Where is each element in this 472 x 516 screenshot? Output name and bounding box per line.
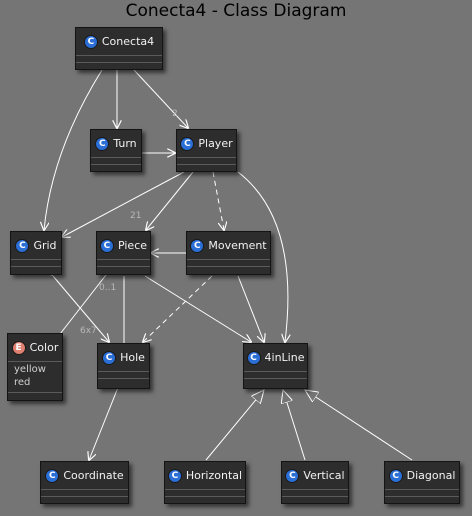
link-player-movement: [212, 171, 224, 230]
link-movement-hole: [143, 275, 213, 342]
link-conecta4-grid: [44, 70, 102, 230]
link-player-4inline: [237, 171, 288, 342]
class-name: 4inLine: [264, 351, 305, 364]
link-hole-coordinate: [89, 390, 117, 460]
class-name: Piece: [117, 239, 148, 252]
multiplicity-conecta4-player: 2: [172, 109, 178, 119]
class-icon: C: [45, 468, 60, 483]
multiplicity-player-piece: 21: [130, 211, 142, 221]
class-icon: C: [180, 136, 195, 151]
class-name: Horizontal: [185, 469, 243, 482]
class-icon: C: [190, 238, 205, 253]
class-icon: C: [246, 350, 261, 365]
class-icon: C: [388, 468, 403, 483]
class-icon: C: [83, 34, 98, 49]
multiplicity-grid-hole: 6x7: [80, 326, 97, 336]
link-horizontal-4inline: [205, 390, 264, 461]
class-name: Turn: [113, 137, 137, 150]
multiplicity-piece-hole: 0..1: [99, 283, 117, 293]
class-name: Vertical: [303, 469, 345, 482]
class-icon: C: [102, 350, 117, 365]
link-diagonal-4inline: [305, 390, 413, 461]
class-name: Conecta4: [101, 35, 155, 48]
class-icon: C: [15, 238, 30, 253]
class-name: Player: [198, 137, 233, 150]
link-piece-4inline: [144, 275, 251, 342]
link-player-grid: [62, 171, 185, 237]
link-grid-hole: [53, 276, 109, 342]
class-icon: C: [95, 136, 110, 151]
enum-name: Color: [29, 341, 59, 354]
link-vertical-4inline: [283, 390, 306, 461]
class-name: Grid: [33, 239, 57, 252]
link-player-piece: [146, 171, 194, 230]
class-name: Coordinate: [63, 469, 124, 482]
enum-value: yellow: [14, 364, 46, 375]
class-icon: C: [99, 238, 114, 253]
enum-value: red: [14, 377, 31, 388]
link-conecta4-player: [134, 70, 188, 128]
link-movement-4inline: [237, 275, 264, 342]
class-name: Hole: [120, 351, 145, 364]
class-icon: C: [285, 468, 300, 483]
diagram-title: Conecta4 - Class Diagram: [125, 1, 347, 21]
class-name: Movement: [208, 239, 267, 252]
class-name: Diagonal: [406, 469, 456, 482]
enum-icon: E: [11, 340, 26, 355]
class-icon: C: [167, 468, 182, 483]
